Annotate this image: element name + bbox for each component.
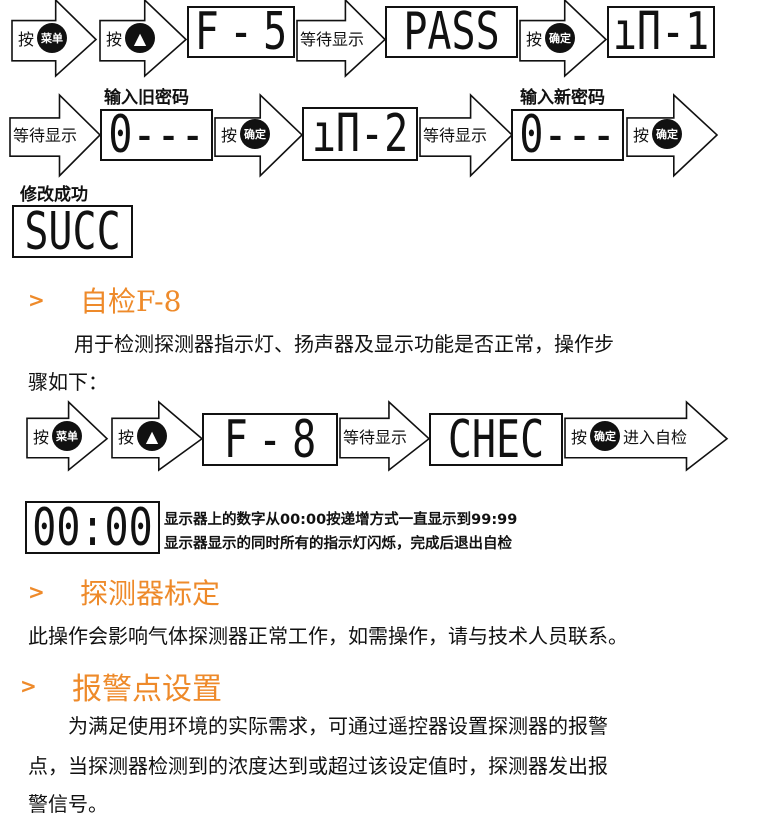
display-text: SUCC <box>24 205 121 258</box>
step-arrow-press-confirm: 按确定 <box>627 95 717 180</box>
press-label: 按 <box>106 30 123 49</box>
confirm-button-icon: 确定 <box>545 23 576 53</box>
display-text: 00:00 <box>32 501 153 554</box>
caption-old-password: 输入旧密码 <box>104 88 189 108</box>
display-f5: F - 5 <box>187 6 295 58</box>
display-new-password: 0--- <box>511 109 624 161</box>
paragraph: 此操作会影响气体探测器正常工作，如需操作，请与技术人员联系。 <box>28 624 628 648</box>
paragraph: 警信号。 <box>28 792 108 816</box>
display-text: ıΠ-1 <box>612 6 710 58</box>
display-succ: SUCC <box>12 205 133 258</box>
paragraph: 骤如下： <box>28 370 108 394</box>
wait-label: 等待显示 <box>343 428 408 447</box>
confirm-button-icon: 确定 <box>240 119 271 150</box>
display-pass: PASS <box>385 6 518 58</box>
display-text: CHEC <box>447 413 545 466</box>
wait-label: 等待显示 <box>423 126 488 146</box>
chevron-right-icon: > <box>20 674 37 698</box>
wait-label: 等待显示 <box>300 30 365 49</box>
chevron-right-icon: > <box>28 288 45 312</box>
step-arrow-press-confirm: 按确定 <box>520 0 606 76</box>
display-f8: F - 8 <box>202 413 338 466</box>
display-text: 0--- <box>108 109 205 161</box>
step-arrow-press-menu: 按菜单 <box>27 402 107 470</box>
up-button-icon: ▲ <box>125 23 156 53</box>
step-arrow-press-up: 按▲ <box>112 402 202 470</box>
press-label: 按 <box>633 126 650 146</box>
menu-button-icon: 菜单 <box>37 23 68 53</box>
section-heading-self-test: > 自检F-8 <box>28 280 181 320</box>
step-arrow-wait: 等待显示 <box>10 95 100 180</box>
confirm-button-icon: 确定 <box>652 119 683 150</box>
paragraph: 点，当探测器检测到的浓度达到或超过该设定值时，探测器发出报 <box>28 754 608 778</box>
display-old-password: 0--- <box>100 109 213 161</box>
step-arrow-press-confirm: 按确定 <box>215 95 302 180</box>
press-label: 按 <box>526 30 543 49</box>
press-label: 按 <box>18 30 35 49</box>
display-text: ıΠ-2 <box>311 107 409 161</box>
press-label: 按 <box>221 126 238 146</box>
menu-button-icon: 菜单 <box>52 421 83 451</box>
caption-success: 修改成功 <box>20 185 88 205</box>
step-arrow-wait: 等待显示 <box>297 0 385 76</box>
press-label: 按 <box>571 428 588 447</box>
display-text: 0--- <box>519 109 616 161</box>
section-heading-calibration: > 探测器标定 <box>28 572 220 612</box>
display-counter: 00:00 <box>25 501 160 554</box>
step-arrow-wait: 等待显示 <box>340 402 429 470</box>
paragraph: 用于检测探测器指示灯、扬声器及显示功能是否正常，操作步 <box>74 332 614 356</box>
enter-self-test-label: 进入自检 <box>623 428 688 447</box>
wait-label: 等待显示 <box>13 126 78 146</box>
section-heading-alarm-point: > 报警点设置 <box>20 664 222 708</box>
step-arrow-wait: 等待显示 <box>420 95 512 180</box>
press-label: 按 <box>118 428 135 447</box>
display-text: F - 8 <box>223 413 317 466</box>
press-label: 按 <box>33 428 50 447</box>
counter-note: 显示器上的数字从00:00按递增方式一直显示到99:99 <box>164 512 518 528</box>
step-arrow-press-menu: 按菜单 <box>12 0 96 76</box>
heading-text: 报警点设置 <box>72 672 222 707</box>
heading-text: 自检F-8 <box>80 285 182 318</box>
display-text: F - 5 <box>194 6 288 58</box>
display-in1: ıΠ-1 <box>607 6 715 58</box>
display-in2: ıΠ-2 <box>302 107 418 161</box>
up-button-icon: ▲ <box>137 421 168 451</box>
counter-note: 显示器显示的同时所有的指示灯闪烁，完成后退出自检 <box>164 536 512 552</box>
step-arrow-press-up: 按▲ <box>100 0 186 76</box>
heading-text: 探测器标定 <box>80 577 221 610</box>
display-text: PASS <box>403 6 500 58</box>
paragraph: 为满足使用环境的实际需求，可通过遥控器设置探测器的报警 <box>68 714 608 738</box>
step-arrow-press-confirm-enter: 按确定进入自检 <box>565 402 727 470</box>
confirm-button-icon: 确定 <box>590 421 621 451</box>
chevron-right-icon: > <box>28 580 45 604</box>
caption-new-password: 输入新密码 <box>520 88 605 108</box>
display-chec: CHEC <box>429 413 563 466</box>
